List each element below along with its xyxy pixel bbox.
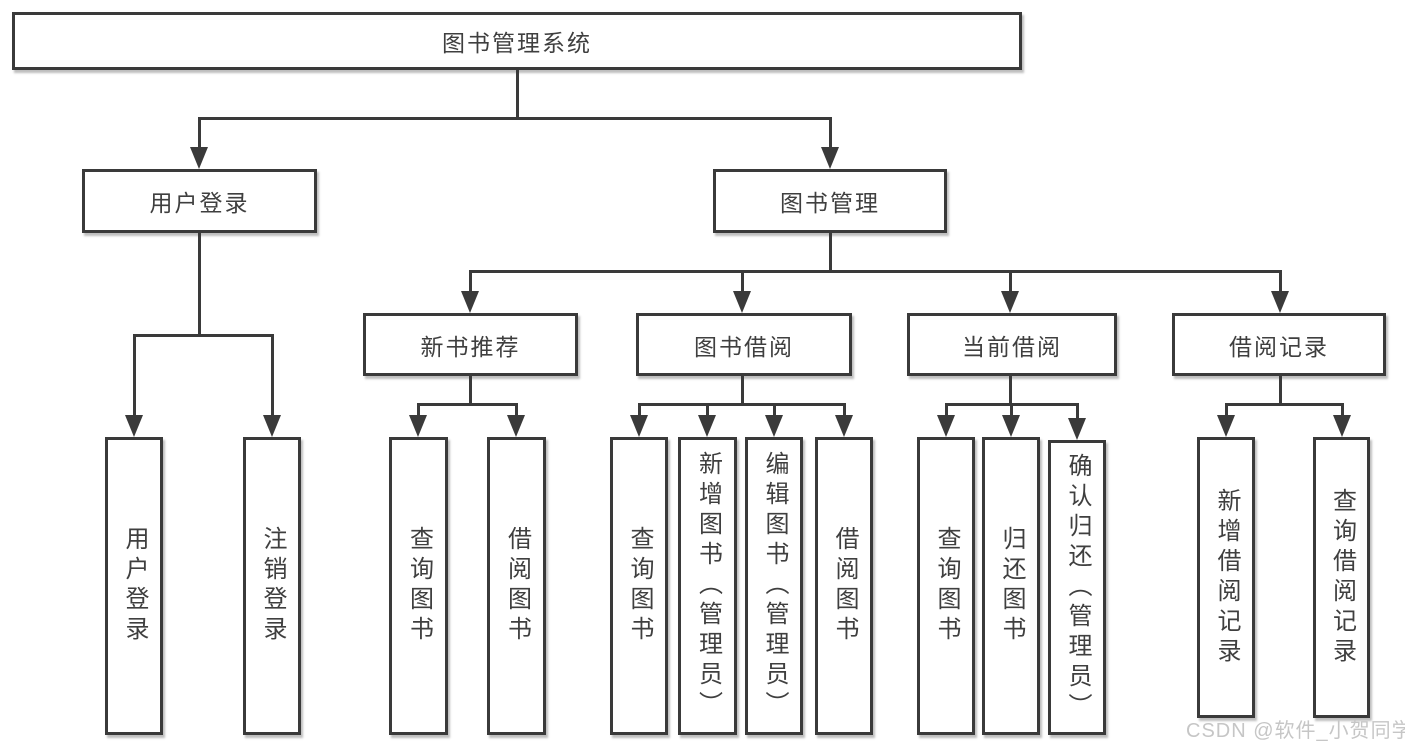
leaf-record-add-label: 新增借阅记录 [1213, 487, 1240, 668]
connector-line [417, 403, 518, 406]
leaf-borrow-add-admin-label: 新增图书（管理员） [694, 451, 722, 721]
arrow-down-icon [733, 291, 751, 313]
node-book-management: 图书管理 [713, 169, 947, 233]
leaf-current-return-label: 归还图书 [998, 526, 1025, 646]
leaf-current-query-label: 查询图书 [933, 526, 960, 646]
arrow-down-icon [507, 415, 525, 437]
connector-line [1010, 403, 1013, 419]
connector-line [741, 376, 744, 406]
leaf-current-return: 归还图书 [982, 437, 1040, 735]
node-book-management-label: 图书管理 [780, 190, 880, 216]
leaf-newbook-query-label: 查询图书 [405, 526, 433, 646]
arrow-down-icon [190, 147, 208, 169]
leaf-current-confirm-admin: 确认归还（管理员） [1048, 440, 1106, 735]
leaf-user-login-label: 用户登录 [121, 526, 148, 646]
connector-line [515, 403, 518, 419]
connector-line [829, 117, 832, 149]
arrow-down-icon [409, 415, 427, 437]
connector-line [1076, 403, 1079, 419]
arrow-down-icon [835, 415, 853, 437]
connector-line [706, 403, 709, 419]
connector-line [271, 334, 274, 418]
connector-line [198, 233, 201, 337]
node-new-book-recommend: 新书推荐 [363, 313, 578, 376]
node-root-label: 图书管理系统 [442, 30, 592, 56]
arrow-down-icon [1068, 418, 1086, 440]
node-current-borrow-label: 当前借阅 [962, 333, 1062, 360]
arrow-down-icon [937, 415, 955, 437]
leaf-newbook-query: 查询图书 [389, 437, 448, 735]
node-borrow-records: 借阅记录 [1172, 313, 1386, 376]
connector-line [1225, 403, 1228, 419]
arrow-down-icon [698, 415, 716, 437]
arrow-down-icon [461, 291, 479, 313]
connector-line [945, 403, 948, 419]
arrow-down-icon [630, 415, 648, 437]
node-root: 图书管理系统 [12, 12, 1022, 70]
connector-line [741, 270, 744, 294]
leaf-current-confirm-admin-label: 确认归还（管理员） [1064, 452, 1091, 723]
node-current-borrow: 当前借阅 [907, 313, 1117, 376]
connector-line [638, 403, 846, 406]
leaf-user-login: 用户登录 [105, 437, 163, 735]
leaf-record-add: 新增借阅记录 [1197, 437, 1255, 718]
connector-line [1341, 403, 1344, 419]
leaf-borrow-query-label: 查询图书 [626, 526, 653, 646]
node-book-borrow-label: 图书借阅 [694, 333, 794, 360]
connector-line [843, 403, 846, 419]
connector-line [133, 334, 274, 337]
leaf-borrow-query: 查询图书 [610, 437, 668, 735]
arrow-down-icon [125, 415, 143, 437]
arrow-down-icon [263, 415, 281, 437]
arrow-down-icon [821, 147, 839, 169]
node-book-borrow: 图书借阅 [636, 313, 852, 376]
leaf-borrow-borrow-label: 借阅图书 [831, 526, 858, 646]
leaf-newbook-borrow-label: 借阅图书 [503, 526, 531, 646]
connector-line [1225, 403, 1343, 406]
node-new-book-recommend-label: 新书推荐 [420, 333, 521, 360]
connector-line [417, 403, 420, 419]
leaf-borrow-borrow: 借阅图书 [815, 437, 873, 735]
arrow-down-icon [1271, 291, 1289, 313]
arrow-down-icon [1001, 291, 1019, 313]
arrow-down-icon [1217, 415, 1235, 437]
leaf-current-query: 查询图书 [917, 437, 975, 735]
connector-line [829, 233, 832, 273]
connector-line [133, 334, 136, 418]
leaf-logout-label: 注销登录 [259, 526, 286, 646]
connector-line [1279, 270, 1282, 294]
connector-line [516, 70, 519, 118]
arrow-down-icon [765, 415, 783, 437]
leaf-borrow-edit-admin-label: 编辑图书（管理员） [761, 451, 788, 721]
node-borrow-records-label: 借阅记录 [1229, 333, 1329, 360]
node-user-login-label: 用户登录 [149, 190, 250, 216]
leaf-borrow-edit-admin: 编辑图书（管理员） [745, 437, 803, 735]
connector-line [1009, 270, 1012, 294]
leaf-borrow-add-admin: 新增图书（管理员） [678, 437, 737, 735]
connector-line [469, 270, 472, 294]
connector-line [469, 376, 472, 406]
connector-line [638, 403, 641, 419]
connector-line [1009, 376, 1012, 406]
node-user-login: 用户登录 [82, 169, 317, 233]
connector-line [1279, 376, 1282, 406]
arrow-down-icon [1333, 415, 1351, 437]
leaf-newbook-borrow: 借阅图书 [487, 437, 546, 735]
leaf-record-query: 查询借阅记录 [1313, 437, 1370, 718]
leaf-logout: 注销登录 [243, 437, 301, 735]
leaf-record-query-label: 查询借阅记录 [1328, 487, 1356, 668]
connector-line [198, 117, 201, 149]
connector-line [469, 270, 1282, 273]
csdn-watermark: CSDN @软件_小贺同学 [1186, 720, 1405, 742]
connector-line [773, 403, 776, 419]
connector-line [198, 117, 832, 120]
arrow-down-icon [1002, 415, 1020, 437]
